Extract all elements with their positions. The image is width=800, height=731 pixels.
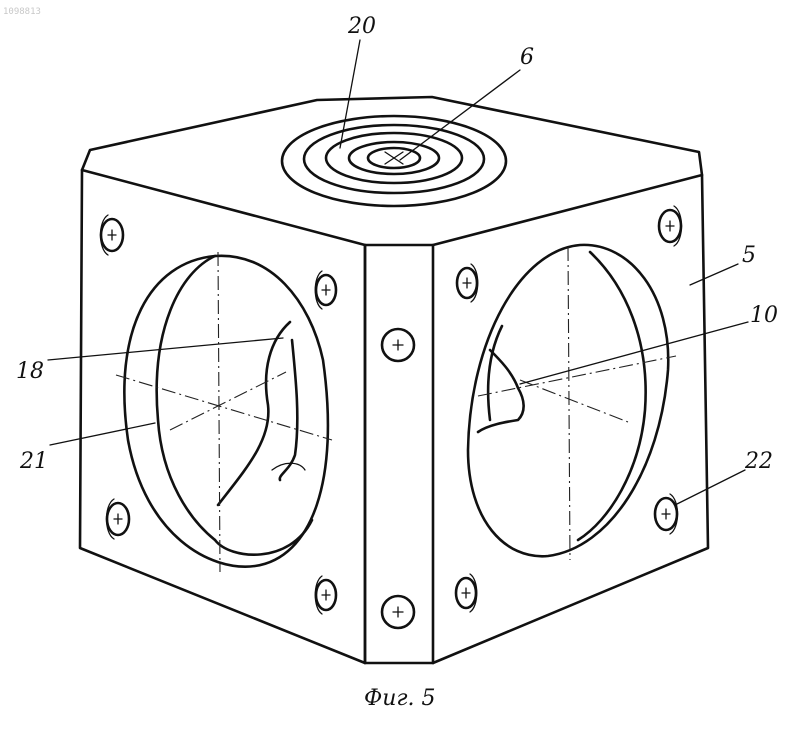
label-10: 10: [750, 303, 778, 328]
top-face: [82, 97, 702, 245]
screw-icon: [382, 596, 414, 628]
screw-icon: [457, 264, 478, 302]
screw-icon: [382, 329, 414, 361]
document-number: 1098813: [3, 7, 41, 17]
leader-lines: [48, 40, 748, 505]
screw-icon: [456, 574, 477, 612]
right-opening: [468, 245, 676, 560]
top-rings: [282, 116, 506, 206]
bevel-left: [82, 150, 90, 170]
figure-caption: Фиг. 5: [364, 686, 436, 711]
left-opening: [116, 252, 332, 572]
screw-icon: [315, 271, 336, 309]
label-18: 18: [16, 359, 44, 384]
label-22: 22: [744, 449, 773, 474]
screws: [101, 206, 682, 628]
label-21: 21: [19, 449, 48, 474]
screw-icon: [315, 576, 336, 614]
label-5: 5: [742, 243, 756, 268]
edge-strip: [365, 245, 433, 663]
screw-icon: [655, 494, 678, 534]
label-20: 20: [347, 14, 376, 39]
screw-icon: [659, 206, 682, 246]
screw-icon: [101, 215, 124, 255]
label-6: 6: [520, 45, 534, 70]
screw-icon: [107, 499, 130, 539]
right-face: [433, 175, 708, 663]
left-face: [80, 170, 365, 663]
